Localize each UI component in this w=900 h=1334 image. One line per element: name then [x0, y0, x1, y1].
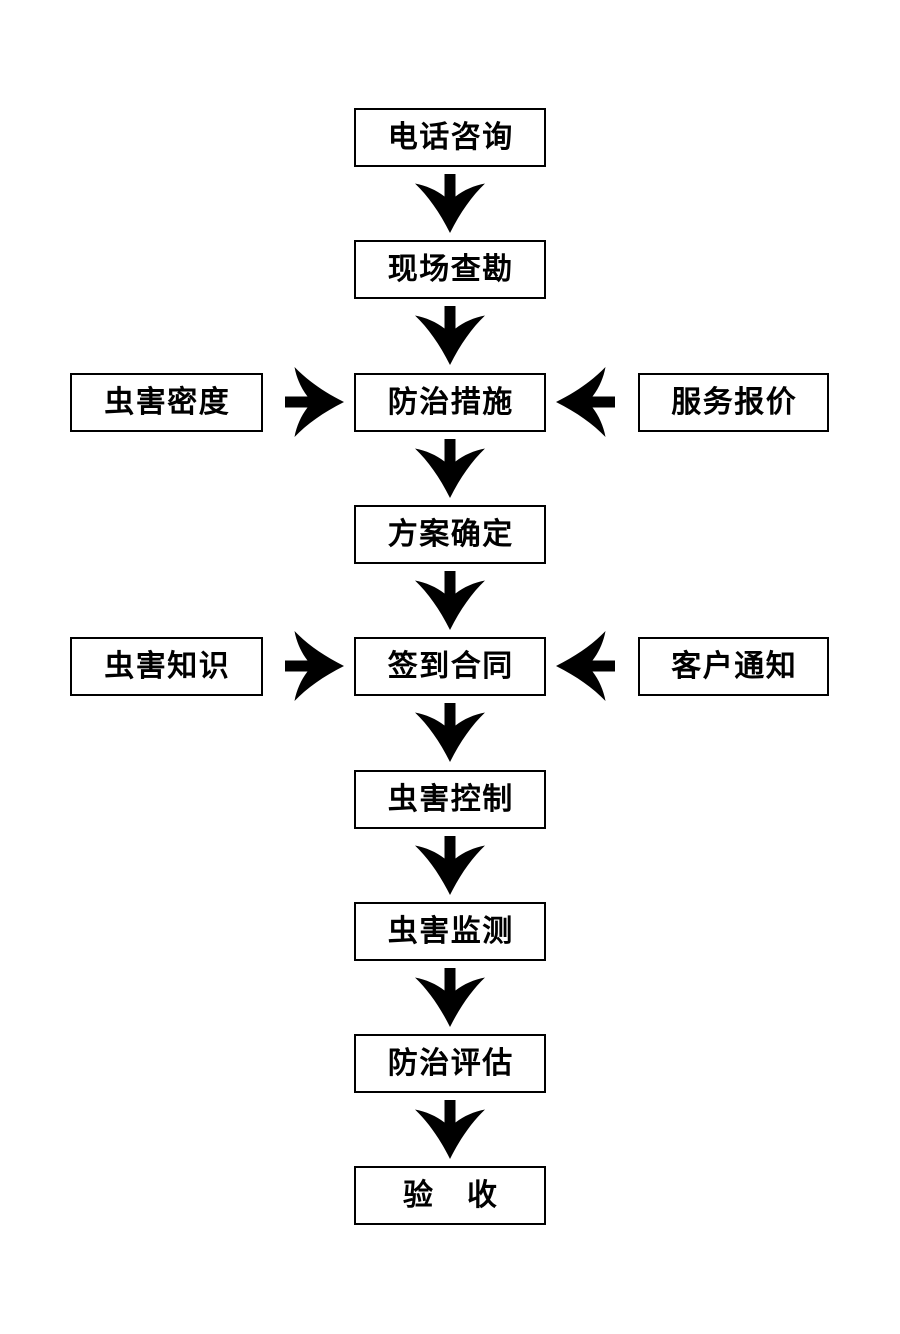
side-input-label: 服务报价: [671, 384, 798, 420]
flow-node-acceptance[interactable]: 验收: [354, 1166, 546, 1225]
flow-node-label: 电话咨询: [387, 119, 514, 155]
flow-node-label: 签到合同: [387, 648, 514, 684]
arrow-right-icon: [285, 630, 344, 702]
flow-node-sign-contract[interactable]: 签到合同: [354, 637, 546, 696]
arrow-down-icon: [414, 836, 486, 895]
flow-node-label: 现场查勘: [387, 251, 514, 287]
side-input-customer-notice[interactable]: 客户通知: [638, 637, 829, 696]
arrow-left-icon: [556, 366, 615, 438]
arrow-left-icon: [556, 630, 615, 702]
flow-node-control-evaluation[interactable]: 防治评估: [354, 1034, 546, 1093]
flow-node-label: 方案确定: [387, 516, 514, 552]
flow-node-label: 防治措施: [387, 384, 514, 420]
flow-node-pest-control[interactable]: 虫害控制: [354, 770, 546, 829]
side-input-service-quote[interactable]: 服务报价: [638, 373, 829, 432]
flow-node-phone-consult[interactable]: 电话咨询: [354, 108, 546, 167]
flow-node-label: 防治评估: [387, 1045, 514, 1081]
arrow-down-icon: [414, 968, 486, 1027]
flow-node-label: 虫害控制: [387, 781, 514, 817]
flow-node-label: 虫害监测: [387, 913, 514, 949]
arrow-down-icon: [414, 174, 486, 233]
arrow-down-icon: [414, 439, 486, 498]
side-input-label: 客户通知: [671, 648, 798, 684]
arrow-down-icon: [414, 306, 486, 365]
arrow-down-icon: [414, 703, 486, 762]
flow-node-plan-confirm[interactable]: 方案确定: [354, 505, 546, 564]
side-input-pest-density[interactable]: 虫害密度: [70, 373, 263, 432]
arrow-down-icon: [414, 1100, 486, 1159]
flow-node-site-survey[interactable]: 现场查勘: [354, 240, 546, 299]
side-input-label: 虫害密度: [104, 384, 231, 420]
flow-node-control-measures[interactable]: 防治措施: [354, 373, 546, 432]
side-input-pest-knowledge[interactable]: 虫害知识: [70, 637, 263, 696]
flow-node-label: 验收: [403, 1177, 531, 1213]
flow-node-pest-monitoring[interactable]: 虫害监测: [354, 902, 546, 961]
arrow-right-icon: [285, 366, 344, 438]
arrow-down-icon: [414, 571, 486, 630]
side-input-label: 虫害知识: [104, 648, 231, 684]
